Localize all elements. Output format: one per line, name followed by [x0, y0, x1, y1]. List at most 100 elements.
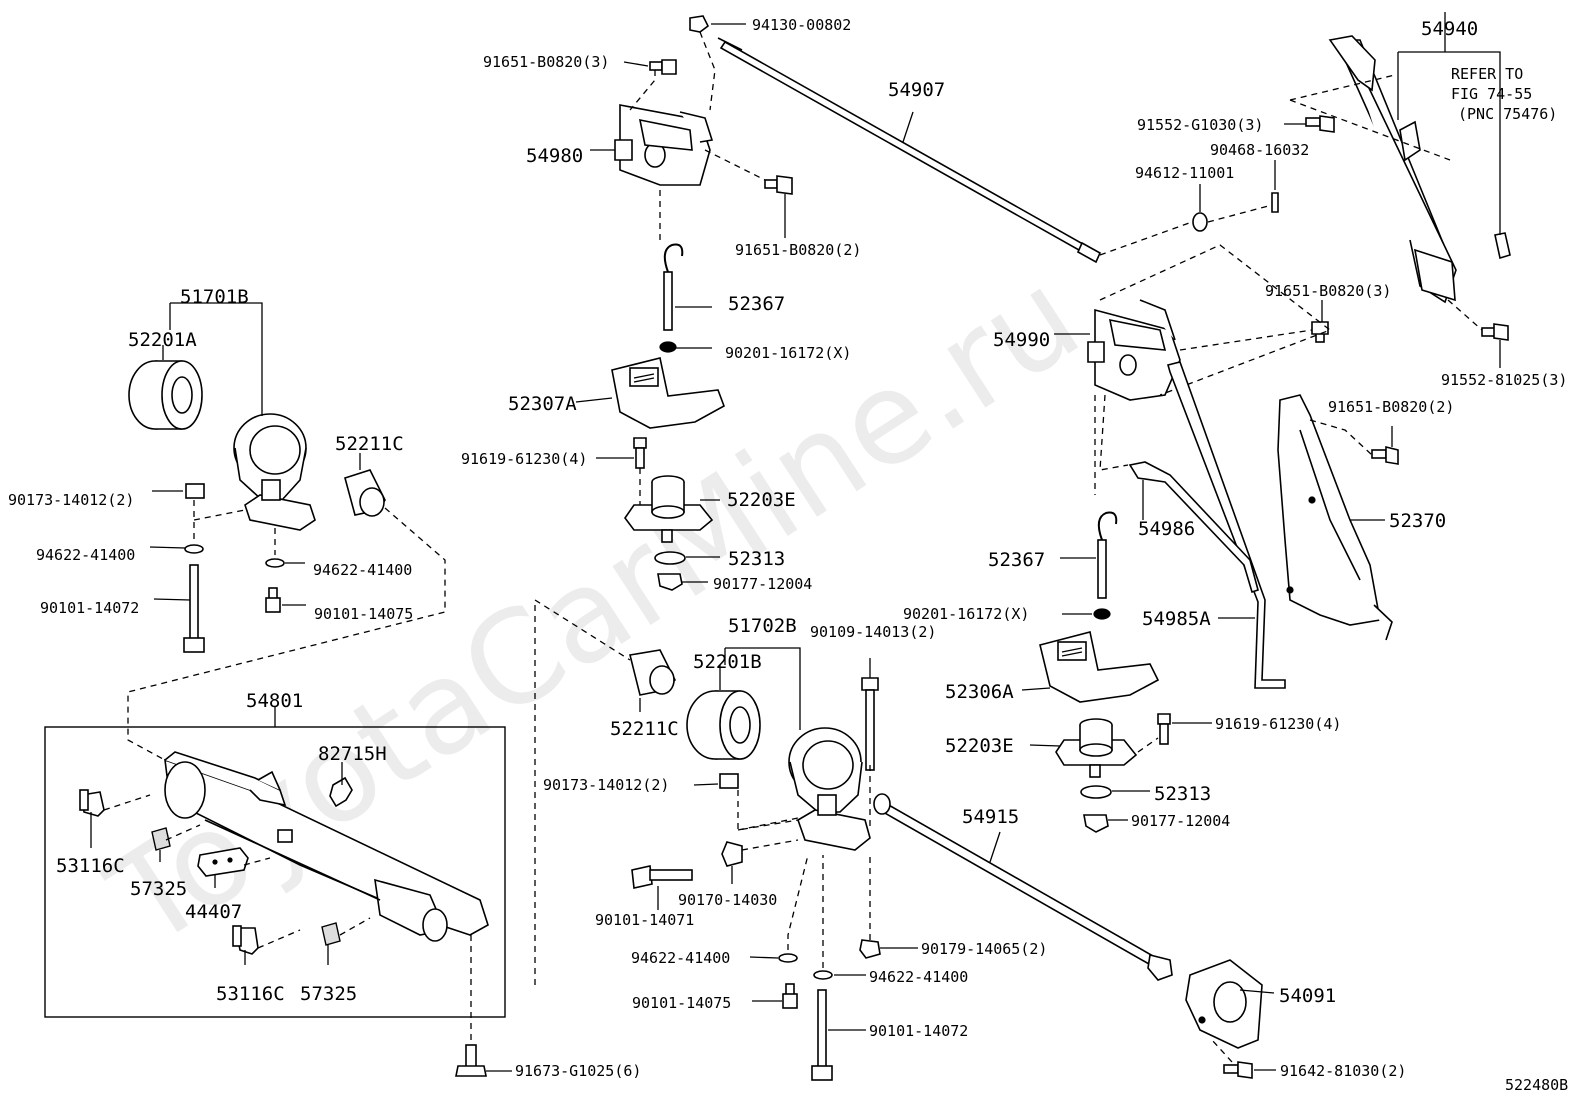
washer-94622-b[interactable]	[265, 558, 285, 568]
nut-90173-left[interactable]	[185, 483, 205, 499]
label-52203E-right: 52203E	[945, 735, 1014, 757]
rod-54985A[interactable]	[1167, 361, 1286, 689]
label-57325-a: 57325	[130, 878, 187, 900]
label-91651-B0820-2-top: 91651-B0820(2)	[735, 241, 861, 259]
label-91673-G1025: 91673-G1025(6)	[515, 1062, 641, 1080]
washer-52313-left[interactable]	[654, 551, 686, 565]
label-91552-81025: 91552-81025(3)	[1441, 371, 1567, 389]
bolt-91673-G1025[interactable]	[455, 1044, 487, 1077]
lever-54980[interactable]	[614, 104, 714, 186]
washer-52313-right[interactable]	[1080, 785, 1112, 799]
label-82715H: 82715H	[318, 743, 387, 765]
plate-52370[interactable]	[1277, 394, 1393, 641]
bracket-51701B[interactable]	[233, 413, 316, 531]
mount-52203E-right[interactable]	[1055, 718, 1138, 778]
bracket-54091[interactable]	[1185, 959, 1263, 1049]
label-52306A: 52306A	[945, 681, 1014, 703]
label-90109-14013: 90109-14013(2)	[810, 623, 936, 641]
label-57325-b: 57325	[300, 983, 357, 1005]
label-90468-16032: 90468-16032	[1210, 141, 1309, 159]
clip-53116C-a[interactable]	[79, 789, 105, 817]
hook-bolt-52367-right[interactable]	[1097, 511, 1118, 599]
cable-54907[interactable]	[717, 37, 1102, 264]
label-refer-line1: REFER TO	[1451, 65, 1523, 83]
nut-90177-12004-left[interactable]	[657, 573, 683, 591]
bolt-91552-G1030[interactable]	[1305, 115, 1335, 133]
bracket-51702B[interactable]	[788, 727, 871, 851]
nut-90177-12004-right[interactable]	[1083, 814, 1109, 833]
sleeve-52211C-top[interactable]	[344, 469, 386, 517]
bolt-90101-14075-mid[interactable]	[782, 983, 798, 1009]
lever-54940[interactable]	[1328, 35, 1511, 304]
label-52211C-top: 52211C	[335, 433, 404, 455]
bolt-91619-61230-left[interactable]	[633, 437, 647, 469]
pin-90468-16032[interactable]	[1271, 192, 1279, 213]
label-53116C-a: 53116C	[56, 855, 125, 877]
label-94622-41400-d: 94622-41400	[869, 968, 968, 986]
washer-94622-c[interactable]	[778, 953, 798, 963]
label-54907: 54907	[888, 79, 945, 101]
bracket-52306A[interactable]	[1039, 631, 1160, 703]
label-90101-14075-left: 90101-14075	[314, 605, 413, 623]
bolt-90101-14075-left[interactable]	[265, 587, 281, 613]
lever-54990[interactable]	[1087, 299, 1181, 401]
bolt-91552-81025[interactable]	[1481, 323, 1509, 341]
label-refer-line3: (PNC 75476)	[1458, 105, 1557, 123]
nut-94130-00802[interactable]	[689, 15, 710, 33]
pad-57325-b[interactable]	[321, 922, 341, 946]
label-52367-left: 52367	[728, 293, 785, 315]
bolt-91642-81030[interactable]	[1223, 1061, 1253, 1079]
label-90177-12004-left: 90177-12004	[713, 575, 812, 593]
bolt-90101-14071[interactable]	[631, 865, 693, 889]
hook-bolt-52367-left[interactable]	[663, 243, 684, 331]
label-91651-B0820-2-right: 91651-B0820(2)	[1328, 398, 1454, 416]
label-52313-left: 52313	[728, 548, 785, 570]
pad-57325-a[interactable]	[151, 827, 171, 851]
nut-90179-14065[interactable]	[859, 939, 881, 959]
label-90201-16172-left: 90201-16172(X)	[725, 344, 851, 362]
nut-90201-16172-left[interactable]	[659, 341, 677, 353]
mount-52203E-left[interactable]	[624, 475, 714, 543]
washer-94612-11001[interactable]	[1192, 212, 1208, 232]
bolt-90101-14072-left[interactable]	[183, 564, 205, 653]
label-91651-B0820-3-top: 91651-B0820(3)	[483, 53, 609, 71]
label-51701B: 51701B	[180, 286, 249, 308]
label-52370: 52370	[1389, 510, 1446, 532]
washer-94622-d[interactable]	[813, 970, 833, 980]
label-52203E-left: 52203E	[727, 489, 796, 511]
bolt-91619-61230-right[interactable]	[1157, 713, 1171, 745]
label-90101-14072-left: 90101-14072	[40, 599, 139, 617]
stud-90109-14013[interactable]	[861, 677, 879, 771]
bolt-91651-B0820-top[interactable]	[649, 59, 677, 75]
label-52367-right: 52367	[988, 549, 1045, 571]
bushing-52201A[interactable]	[128, 360, 203, 430]
label-refer-line2: FIG 74-55	[1451, 85, 1532, 103]
nut-90173-mid[interactable]	[719, 773, 739, 789]
label-90201-16172-right: 90201-16172(X)	[903, 605, 1029, 623]
rod-54915[interactable]	[873, 793, 1173, 981]
label-52201B: 52201B	[693, 651, 762, 673]
bolt-91651-B0820-top2[interactable]	[764, 175, 793, 195]
nut-90201-16172-right[interactable]	[1093, 608, 1111, 620]
label-90101-14071: 90101-14071	[595, 911, 694, 929]
clip-53116C-b[interactable]	[232, 925, 259, 955]
label-54801: 54801	[246, 690, 303, 712]
label-52201A: 52201A	[128, 329, 197, 351]
bolt-90101-14072-mid[interactable]	[811, 989, 833, 1081]
label-90101-14072-mid: 90101-14072	[869, 1022, 968, 1040]
bracket-44407[interactable]	[197, 847, 249, 877]
sleeve-52211C-mid[interactable]	[629, 649, 676, 696]
label-53116C-b: 53116C	[216, 983, 285, 1005]
label-94622-41400-c: 94622-41400	[631, 949, 730, 967]
bolt-91651-B0820-right2[interactable]	[1371, 445, 1399, 465]
bracket-52307A[interactable]	[611, 357, 725, 429]
rod-54986[interactable]	[1128, 461, 1259, 594]
washer-94622-a[interactable]	[184, 544, 204, 554]
collar-90170-14030[interactable]	[721, 841, 743, 867]
crossmember-54801[interactable]	[164, 751, 489, 942]
label-52307A: 52307A	[508, 393, 577, 415]
clamp-82715H[interactable]	[329, 776, 353, 808]
bushing-52201B[interactable]	[686, 690, 761, 760]
label-94622-41400-b: 94622-41400	[313, 561, 412, 579]
